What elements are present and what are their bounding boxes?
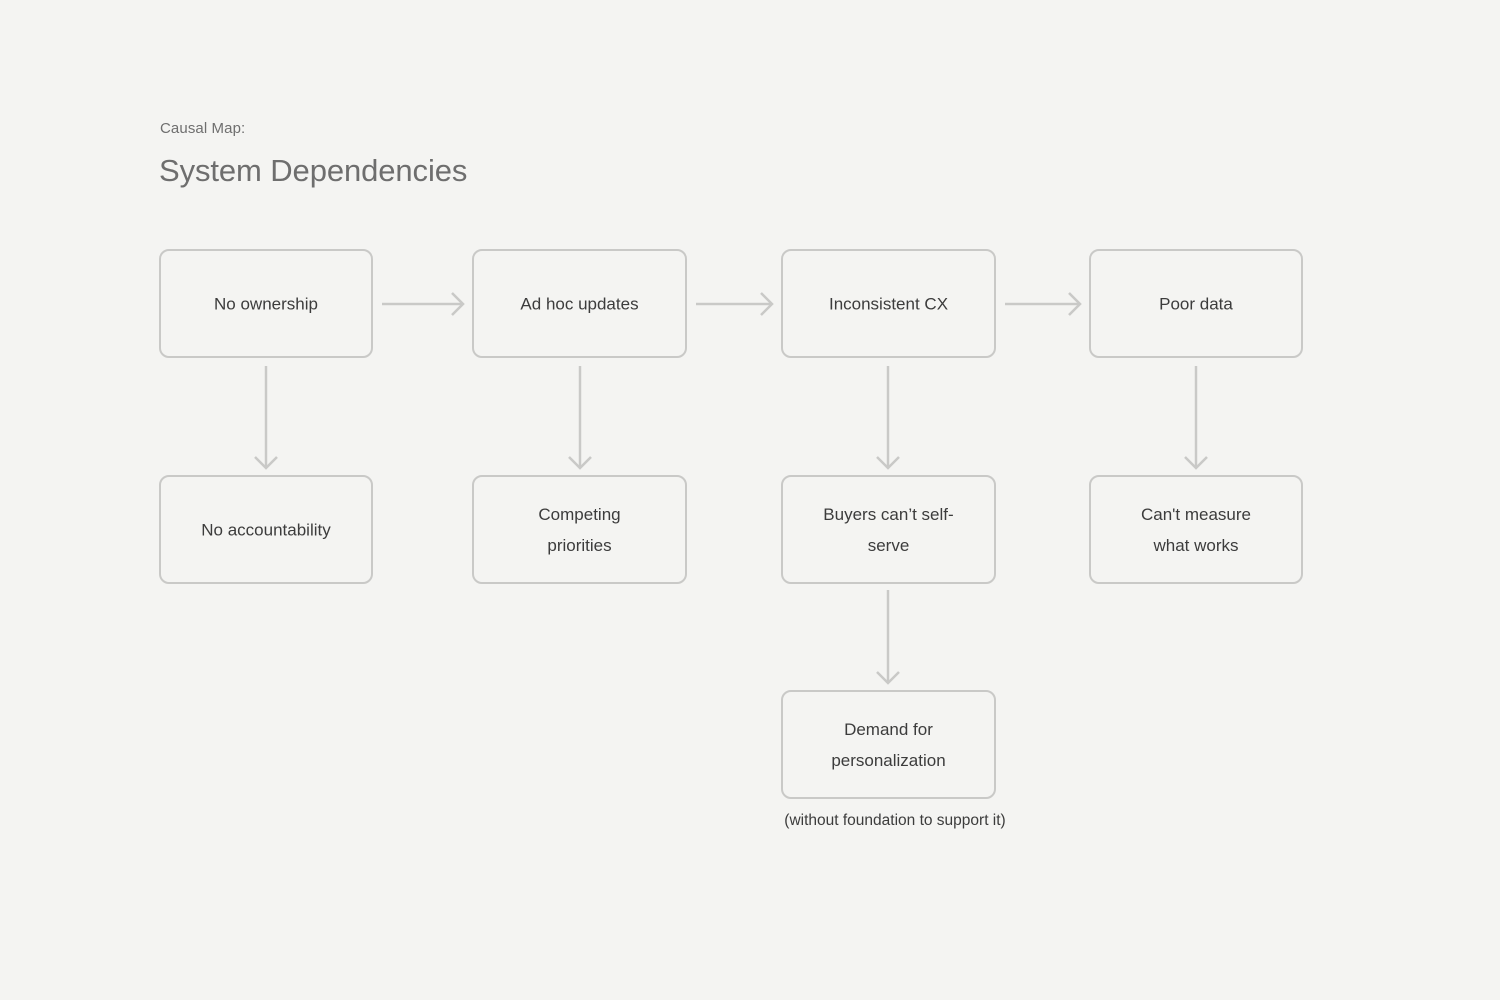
node-inconsistent-cx[interactable]: Inconsistent CX: [781, 249, 996, 358]
nodes-layer: No ownership Ad hoc updates Inconsistent C…: [159, 249, 1303, 799]
edge-inconsistent-cx-to-poor-data: [1005, 292, 1082, 316]
node-ad-hoc-updates[interactable]: Ad hoc updates: [472, 249, 687, 358]
edge-ad-hoc-updates-to-competing-priorities: [568, 366, 592, 470]
node-no-accountability[interactable]: No accountability: [159, 475, 373, 584]
edges-layer: [254, 292, 1208, 685]
edge-inconsistent-cx-to-buyers-cant-self-serve: [876, 366, 900, 470]
edge-buyers-cant-self-serve-to-demand-for-personalization: [876, 590, 900, 685]
caption-layer: (without foundation to support it): [784, 812, 1005, 829]
diagram-kicker: Causal Map:: [160, 120, 246, 137]
node-label: Inconsistent CX: [829, 295, 948, 314]
node-buyers-cant-self-serve[interactable]: Buyers can’t self-serve: [781, 475, 996, 584]
node-label: Poor data: [1159, 295, 1233, 314]
node-no-ownership[interactable]: No ownership: [159, 249, 373, 358]
node-label: No ownership: [214, 295, 318, 314]
node-label: Ad hoc updates: [520, 295, 638, 314]
edge-ad-hoc-updates-to-inconsistent-cx: [696, 292, 774, 316]
edge-poor-data-to-cant-measure-what-works: [1184, 366, 1208, 470]
edge-no-ownership-to-no-accountability: [254, 366, 278, 470]
page-title: System Dependencies: [159, 153, 468, 188]
node-poor-data[interactable]: Poor data: [1089, 249, 1303, 358]
edge-no-ownership-to-ad-hoc-updates: [382, 292, 465, 316]
node-label: Buyers can’t self-serve: [823, 505, 953, 555]
diagram-caption: (without foundation to support it): [784, 812, 1005, 829]
node-label: No accountability: [201, 521, 331, 540]
